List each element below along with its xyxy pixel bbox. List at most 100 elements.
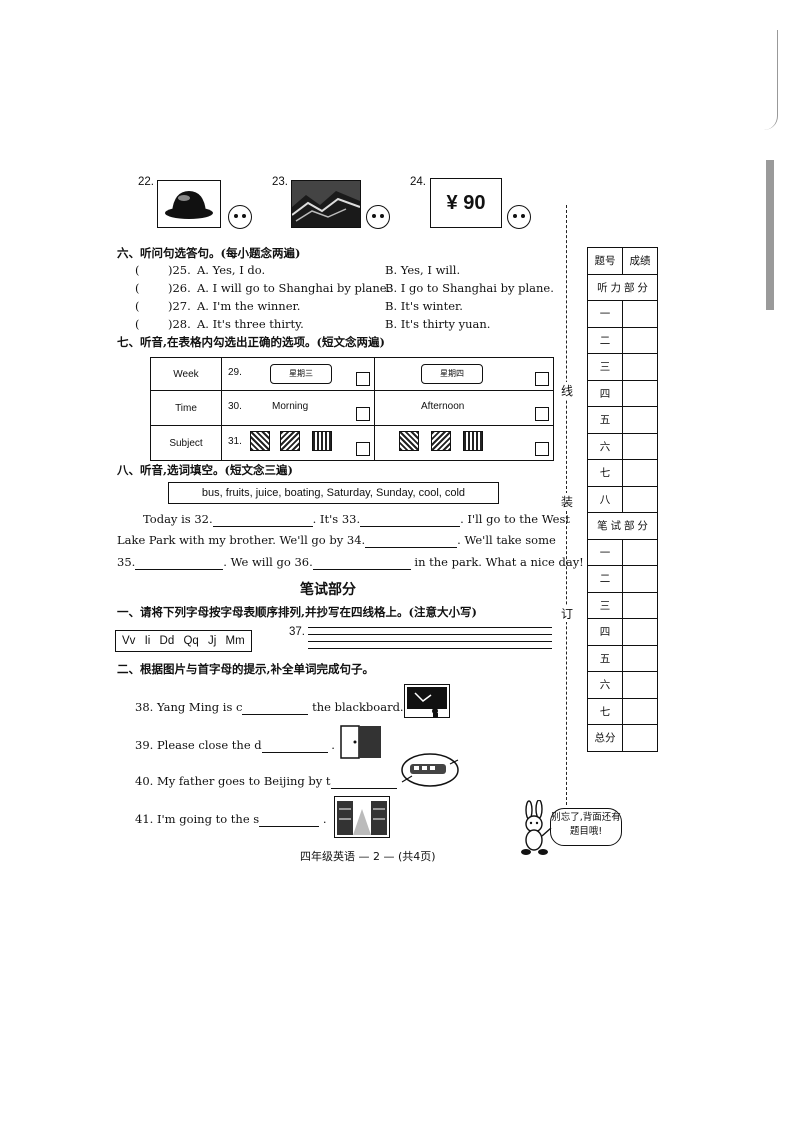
- blank-33[interactable]: [360, 512, 461, 527]
- score-cell[interactable]: [621, 432, 659, 460]
- blank-41[interactable]: [259, 812, 320, 827]
- four-line-4[interactable]: [308, 648, 552, 649]
- checkbox[interactable]: [535, 442, 549, 456]
- blank-35[interactable]: [135, 555, 224, 570]
- row-label: Subject: [150, 425, 222, 461]
- score-cell[interactable]: [621, 485, 659, 513]
- list-item: ( )27. A. I'm the winner. B. It's winter…: [135, 299, 555, 317]
- blank-34[interactable]: [365, 533, 458, 548]
- checkbox[interactable]: [356, 372, 370, 386]
- table-row: 六: [587, 432, 659, 460]
- table-row: 八: [587, 485, 659, 513]
- page-corner-mark: [757, 30, 778, 130]
- blank-number: 34.: [346, 533, 366, 547]
- blackboard-icon: [407, 687, 447, 717]
- blank-number: 33.: [341, 512, 361, 526]
- smiley-answer-23[interactable]: [366, 205, 390, 229]
- great-wall-picture: [291, 180, 361, 228]
- row-label: Week: [150, 357, 222, 391]
- q39-line: 39. Please close the d .: [135, 738, 335, 753]
- score-cell[interactable]: [621, 459, 659, 487]
- week-right-cell: 星期四: [374, 357, 554, 391]
- word-bank: bus, fruits, juice, boating, Saturday, S…: [168, 482, 499, 504]
- section-label: 听 力 部 分: [587, 273, 658, 301]
- answer-paren[interactable]: (: [135, 263, 140, 277]
- four-line-1[interactable]: [308, 627, 552, 628]
- blank-39[interactable]: [261, 738, 328, 753]
- item-number: 30.: [228, 401, 242, 412]
- score-cell[interactable]: [621, 538, 659, 566]
- row-label: 三: [587, 591, 623, 619]
- table-row: 一: [587, 300, 659, 328]
- row-label: 五: [587, 644, 623, 672]
- blank-40[interactable]: [330, 774, 397, 789]
- blank-38[interactable]: [242, 700, 309, 715]
- checkbox[interactable]: [356, 407, 370, 421]
- train-icon: [401, 753, 459, 787]
- option-a: A. Yes, I do.: [197, 263, 266, 277]
- answer-paren[interactable]: (: [135, 317, 140, 331]
- row-label: 一: [587, 300, 623, 328]
- blank-32[interactable]: [212, 512, 313, 527]
- table-row: 七: [587, 459, 659, 487]
- score-cell[interactable]: [621, 353, 659, 381]
- four-line-3[interactable]: [308, 641, 552, 642]
- text: Today is: [143, 512, 195, 526]
- train-picture: [398, 748, 462, 792]
- smiley-answer-22[interactable]: [228, 205, 252, 229]
- supermarket-picture: [334, 796, 390, 838]
- blank-36[interactable]: [312, 555, 411, 570]
- subject-music-icon: [399, 431, 419, 451]
- answer-paren[interactable]: (: [135, 299, 140, 313]
- item-number: )26.: [168, 281, 191, 295]
- price-picture: ¥ 90: [430, 178, 502, 228]
- seal-char-2: 装: [561, 493, 574, 510]
- q37-number: 37.: [289, 626, 305, 638]
- smiley-answer-24[interactable]: [507, 205, 531, 229]
- section-label: 笔 试 部 分: [587, 512, 658, 540]
- text: 41. I'm going to the s: [135, 812, 260, 826]
- table-row: 三: [587, 591, 659, 619]
- passage-line-2: Lake Park with my brother. We'll go by 3…: [117, 533, 556, 548]
- text: Lake Park with my brother. We'll go by: [117, 533, 347, 547]
- table-row: 三: [587, 353, 659, 381]
- score-cell[interactable]: [621, 644, 659, 672]
- section6-heading: 六、听问句选答句。(每小题念两遍): [117, 246, 301, 260]
- subject-art-icon: [431, 431, 451, 451]
- text: . We'll take some: [457, 533, 556, 547]
- row-label: 一: [587, 538, 623, 566]
- calendar-icon: 星期四: [421, 364, 483, 384]
- score-cell[interactable]: [621, 406, 659, 434]
- score-cell[interactable]: [621, 379, 659, 407]
- hat-picture: [157, 180, 221, 228]
- blackboard-picture: [404, 684, 450, 718]
- page-footer: 四年级英语 — 2 — (共4页): [300, 850, 436, 863]
- text: 40. My father goes to Beijing by t: [135, 774, 331, 788]
- row-label: 七: [587, 459, 623, 487]
- score-cell[interactable]: [621, 618, 659, 646]
- checkbox[interactable]: [535, 407, 549, 421]
- four-line-2[interactable]: [308, 634, 552, 635]
- text: in the park. What a nice day!: [410, 555, 584, 569]
- checkbox[interactable]: [535, 372, 549, 386]
- answer-paren[interactable]: (: [135, 281, 140, 295]
- passage-line-3: 35. . We will go 36. in the park. What a…: [117, 555, 584, 570]
- table-row: 二: [587, 565, 659, 593]
- score-cell[interactable]: [621, 591, 659, 619]
- item-number: 31.: [228, 436, 242, 447]
- text: . I'll go to the West: [460, 512, 570, 526]
- q24-number: 24.: [410, 176, 426, 188]
- score-cell[interactable]: [621, 697, 659, 725]
- score-cell[interactable]: [621, 326, 659, 354]
- score-cell[interactable]: [621, 671, 659, 699]
- row-label: Time: [150, 390, 222, 426]
- table-row: 总分: [587, 724, 659, 752]
- q22-number: 22.: [138, 176, 154, 188]
- score-table: 题号成绩 听 力 部 分 一 二 三 四 五 六 七 八 笔 试 部 分 一 二…: [587, 247, 659, 752]
- blank-number: 32.: [194, 512, 213, 526]
- score-cell[interactable]: [621, 300, 659, 328]
- checkbox[interactable]: [356, 442, 370, 456]
- header-cell: 成绩: [621, 247, 659, 275]
- score-cell[interactable]: [621, 565, 659, 593]
- score-cell[interactable]: [621, 724, 659, 752]
